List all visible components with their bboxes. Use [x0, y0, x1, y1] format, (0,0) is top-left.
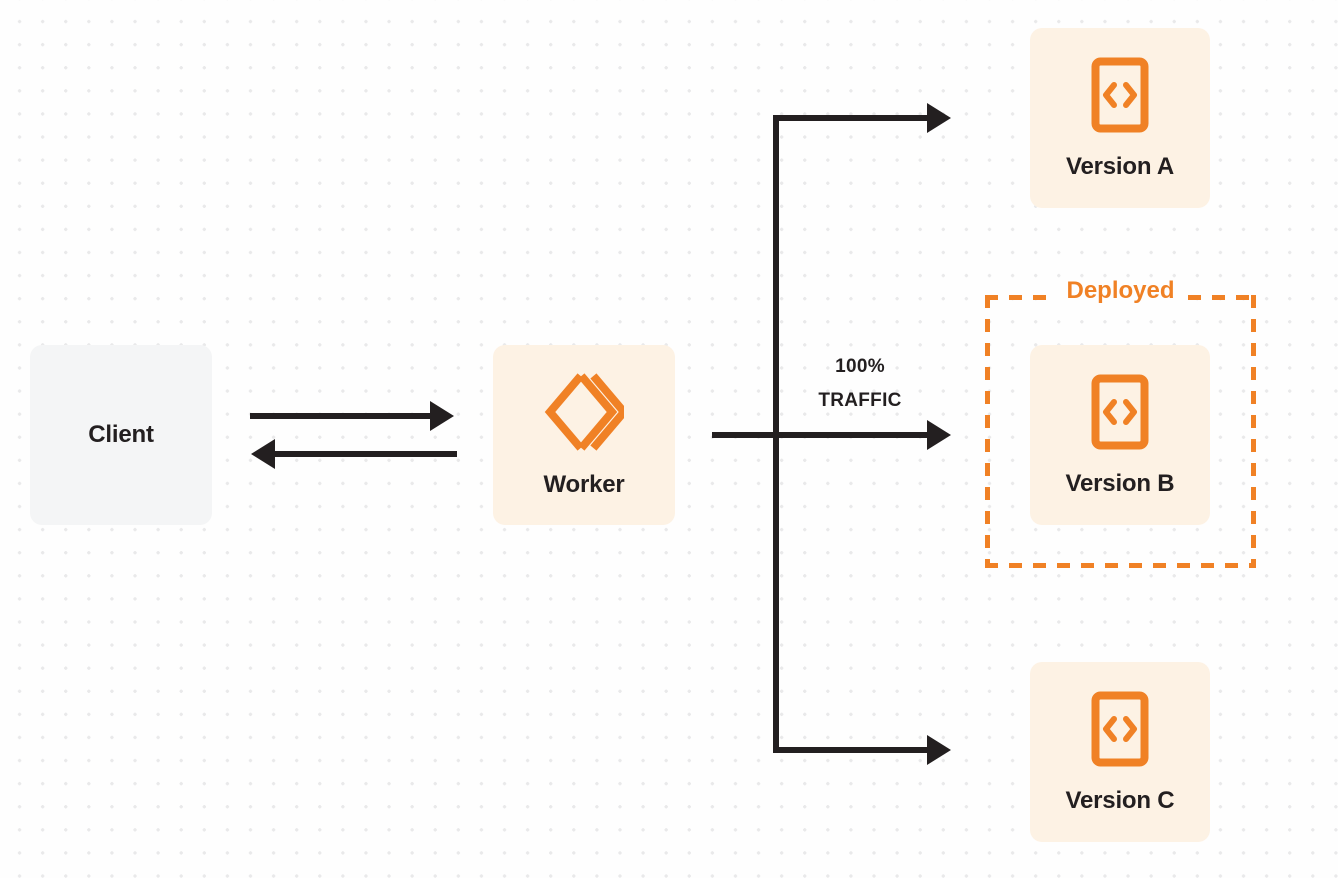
client-to-worker-request-line	[250, 413, 436, 419]
worker-to-client-arrowhead-icon	[251, 439, 275, 469]
version-c-node[interactable]: Version C	[1030, 662, 1210, 842]
cloudflare-workers-logo-icon	[544, 373, 624, 451]
worker-to-version-a-arrowhead-icon	[927, 103, 951, 133]
version-b-label: Version B	[1065, 470, 1175, 497]
worker-to-client-response-line	[275, 451, 457, 457]
code-document-icon	[1091, 374, 1149, 450]
worker-to-version-c-line	[773, 747, 933, 753]
deployed-border-left	[985, 295, 990, 568]
traffic-percent: 100%	[835, 356, 885, 377]
traffic-label: 100% TRAFFIC	[790, 350, 930, 418]
code-document-icon	[1091, 691, 1149, 767]
version-b-node[interactable]: Version B	[1030, 345, 1210, 525]
code-document-icon	[1091, 57, 1149, 133]
deployed-border-top-left	[985, 295, 1053, 300]
traffic-caption: TRAFFIC	[818, 390, 902, 412]
version-a-node[interactable]: Version A	[1030, 28, 1210, 208]
client-node[interactable]: Client	[30, 345, 212, 525]
deployed-border-right	[1251, 295, 1256, 568]
client-to-worker-arrowhead-icon	[430, 401, 454, 431]
worker-node[interactable]: Worker	[493, 345, 675, 525]
worker-to-version-c-arrowhead-icon	[927, 735, 951, 765]
version-a-label: Version A	[1065, 153, 1175, 180]
deployed-border-top-right	[1188, 295, 1256, 300]
deployed-border-bottom	[985, 563, 1256, 568]
deployed-group: Deployed	[985, 279, 1256, 568]
client-label: Client	[88, 421, 154, 448]
version-c-label: Version C	[1065, 787, 1175, 814]
worker-to-version-b-arrowhead-icon	[927, 420, 951, 450]
deployed-label: Deployed	[1056, 279, 1185, 303]
worker-to-version-b-line	[712, 432, 933, 438]
worker-label: Worker	[543, 471, 625, 498]
worker-to-version-a-line	[773, 115, 933, 121]
